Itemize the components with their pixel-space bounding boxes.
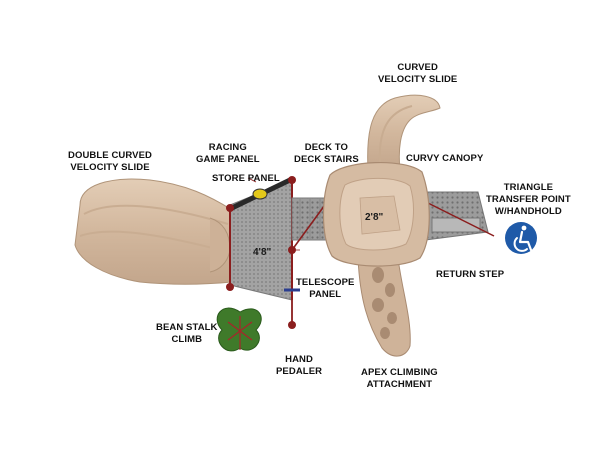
label-deck-to-deck-stairs: DECK TO DECK STAIRS (294, 142, 359, 165)
label-bean-stalk-climb: BEAN STALK CLIMB (156, 322, 218, 345)
apex-climbing-attachment (357, 257, 411, 357)
label-racing-game-panel: RACING GAME PANEL (196, 142, 260, 165)
deck-posts (226, 176, 296, 329)
label-apex-climbing-attachment: APEX CLIMBING ATTACHMENT (361, 367, 438, 390)
wheelchair-accessibility-icon (505, 222, 537, 254)
label-hand-pedaler: HAND PEDALER (276, 354, 323, 377)
racing-game-panel (229, 177, 293, 211)
label-telescope-panel: TELESCOPE PANEL (296, 277, 355, 300)
deck-tower-height: 2'8" (365, 212, 384, 223)
curved-velocity-slide (367, 94, 441, 171)
callout-lines (247, 177, 300, 251)
label-curved-velocity-slide: CURVED VELOCITY SLIDE (378, 62, 458, 85)
label-store-panel: STORE PANEL (212, 173, 280, 184)
deck-main-height: 4'8" (253, 247, 272, 258)
double-curved-velocity-slide (74, 178, 233, 285)
bean-stalk-climb (216, 307, 262, 352)
label-triangle-transfer-point: TRIANGLE TRANSFER POINT W/HANDHOLD (486, 182, 571, 217)
curvy-canopy (322, 161, 430, 267)
label-curvy-canopy: CURVY CANOPY (406, 153, 484, 164)
label-double-curved-velocity-slide: DOUBLE CURVED VELOCITY SLIDE (68, 150, 152, 173)
label-return-step: RETURN STEP (436, 269, 505, 280)
